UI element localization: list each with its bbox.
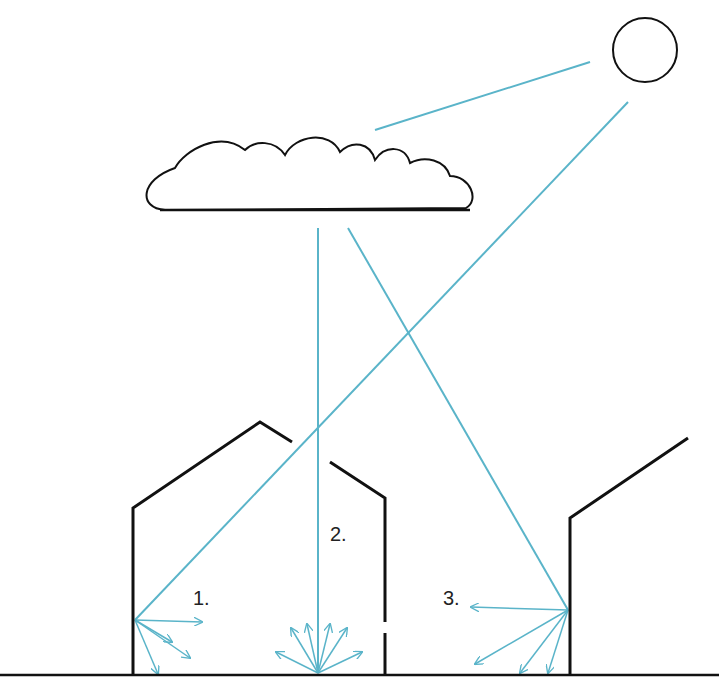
- buildings: [0, 422, 719, 675]
- sky-ray: [348, 228, 568, 610]
- sky-ray: [317, 228, 319, 673]
- house-left-wall-roof: [133, 422, 292, 675]
- reflection-arrow: [520, 610, 568, 673]
- callout-number: 2.: [330, 524, 347, 544]
- house-right-roof-wall: [330, 462, 385, 622]
- house-wall-lower: [384, 633, 387, 675]
- callout-number: 3.: [443, 588, 460, 608]
- reflection-arrow: [318, 652, 362, 673]
- neighbour-building: [570, 438, 688, 675]
- callout-number: 1.: [193, 588, 210, 608]
- reflection-arrow: [135, 620, 202, 622]
- ground-line: [0, 674, 719, 677]
- reflection-arrows: [135, 607, 568, 674]
- reflection-arrow: [307, 624, 318, 673]
- sun-to-cloud-ray: [375, 62, 590, 130]
- reflection-arrow: [548, 610, 568, 673]
- reflection-arrow: [318, 624, 330, 673]
- cloud-base: [160, 209, 470, 212]
- light-rays: [135, 62, 628, 673]
- direct-sun-ray: [135, 102, 628, 620]
- cloud: [147, 138, 473, 210]
- reflection-arrow: [135, 620, 172, 642]
- reflection-arrow: [291, 628, 318, 673]
- reflection-arrow: [471, 607, 568, 610]
- reflection-arrow: [135, 620, 158, 674]
- sun: [613, 18, 677, 82]
